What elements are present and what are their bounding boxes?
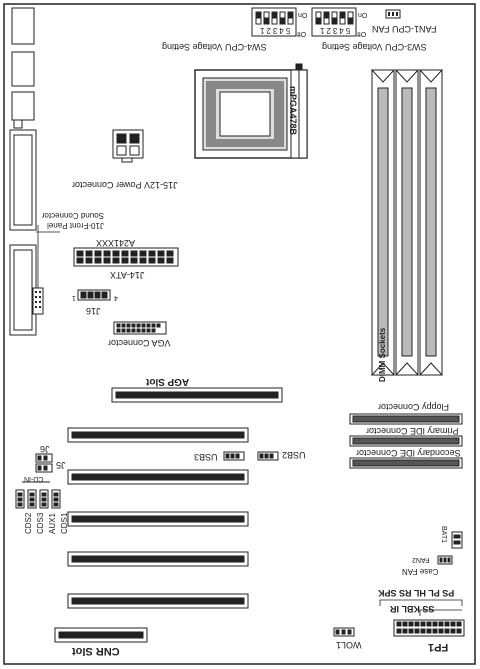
fp1-top-labels: PS PL HL RS SPK (378, 588, 455, 598)
j14-label: J14-ATX (110, 270, 145, 280)
usb3-label: USB3 (194, 452, 218, 462)
fp1-header (393, 619, 465, 637)
floppy-label: Floppy Connector (378, 402, 450, 412)
agp-slot (111, 387, 283, 403)
secondary-ide-label: Secondary IDE Connector (356, 448, 461, 458)
j15-power-connector (112, 129, 144, 163)
sw3-dip-switch (311, 7, 357, 37)
wol1-header (333, 627, 355, 637)
casefan-label: Case FAN (402, 567, 439, 576)
sw3-numbers: 54321 (318, 26, 351, 35)
dimm-sockets (370, 69, 444, 376)
fan1-label: FAN1-CPU FAN (372, 24, 437, 34)
sw3-label: SW3-CPU Voltage Setting (322, 42, 427, 52)
cpu-socket-label: mPGA478B (288, 86, 298, 136)
sw4-on-label: On (298, 11, 308, 18)
sw3-off-label: Off (357, 30, 367, 37)
j16-header (77, 289, 111, 301)
sw4-dip-switch (251, 7, 297, 37)
parallel-port-detail (13, 134, 33, 331)
cds3-label: CDS3 (36, 512, 45, 534)
cnr-label: CNR Slot (72, 645, 120, 657)
aux1-label: AUX1 (48, 513, 57, 534)
cnr-slot (54, 627, 148, 643)
pci-slots (67, 427, 249, 609)
vga-connector (113, 321, 167, 335)
fp1-bottom-labels: SS KBL IR (390, 604, 435, 614)
agp-label: AGP Slot (146, 376, 190, 387)
fp1-label: FP1 (428, 641, 449, 653)
j16-pin1: 1 (72, 294, 76, 301)
board-outline (3, 3, 476, 665)
cdin-label: CD-IN (24, 475, 44, 482)
fp1-brackets (379, 599, 463, 616)
bat1-label: BAT1 (440, 526, 447, 543)
a241-label: A241XXX (96, 238, 136, 248)
sw4-off-label: Off (297, 30, 307, 37)
fan2-label: FAN2 (412, 556, 430, 563)
usb-headers (223, 451, 279, 461)
j6-label: J6 (40, 444, 50, 454)
wol1-label: WOL1 (336, 640, 362, 650)
cds2-label: CDS2 (24, 512, 33, 534)
j6-j5-jumpers (35, 453, 53, 473)
left-pin-header (32, 287, 44, 315)
j10-label: J10-Front Panel Sound Connector (41, 211, 104, 230)
j16-label: J16 (86, 306, 101, 316)
j15-label: J15-12V Power Connector (72, 180, 178, 190)
j14-atx-connector (73, 247, 179, 267)
ide-floppy-connectors (349, 413, 463, 469)
sw4-label: SW4-CPU Voltage Setting (162, 42, 267, 52)
primary-ide-label: Primary IDE Connector (366, 426, 459, 436)
bat1-fan2 (437, 531, 463, 565)
cpu-socket-pins (206, 81, 284, 147)
cds1-label: CDS1 (60, 512, 69, 534)
j16-pin4: 4 (114, 294, 118, 301)
usb2-label: USB2 (282, 450, 306, 460)
audio-headers (15, 481, 61, 509)
dimm-label: DIMM Sockets (378, 327, 387, 382)
sw4-numbers: 54321 (258, 26, 291, 35)
j5-label: J5 (56, 460, 66, 470)
vga-label: VGA Connector (108, 338, 171, 348)
sw3-on-label: On (358, 11, 368, 18)
fan1-header (385, 9, 401, 19)
